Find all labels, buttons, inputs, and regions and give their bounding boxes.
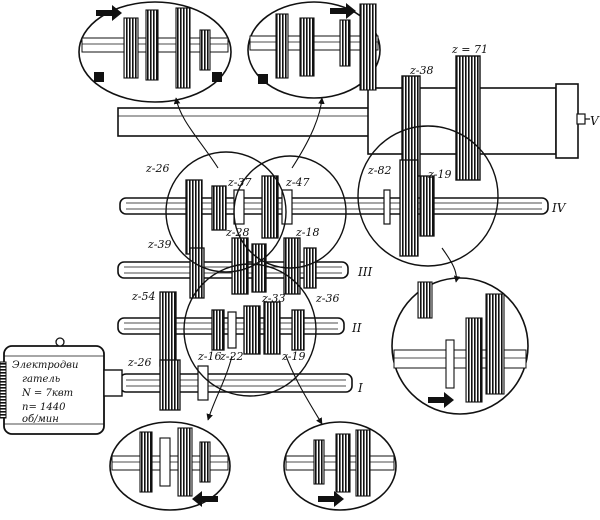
label-z36: z-36 xyxy=(315,292,340,305)
motor-line-2: гатель xyxy=(22,374,60,385)
label-z16: z-16 xyxy=(197,350,222,363)
label-z38: z-38 xyxy=(409,64,434,77)
label-z82: z-82 xyxy=(367,164,392,177)
shaft-iv xyxy=(119,159,549,257)
motor-nameplate: Электродви гатель N = 7квт n= 1440 об/ми… xyxy=(12,360,78,425)
gear-labels: z = 71 z-38 z-26 z-37 z-47 z-82 z-19 z-2… xyxy=(127,43,488,369)
motor-line-4: n= 1440 xyxy=(22,402,66,413)
inset-top-left xyxy=(78,1,232,103)
label-shaft-ii: II xyxy=(351,321,362,335)
label-shaft-i: I xyxy=(357,381,363,395)
label-z71: z = 71 xyxy=(451,43,488,56)
label-z22: z-22 xyxy=(219,350,244,363)
callout-arrows xyxy=(173,97,461,425)
label-shaft-v: V xyxy=(590,114,600,128)
label-z28: z-28 xyxy=(225,226,250,239)
label-shaft-iv: IV xyxy=(551,201,567,215)
label-z19-shaft-iv: z-19 xyxy=(427,168,452,181)
motor-line-3: N = 7квт xyxy=(21,388,73,399)
label-z26-shaft-i: z-26 xyxy=(127,356,152,369)
shaft-labels: V IV III II I xyxy=(351,114,600,395)
label-z33: z-33 xyxy=(261,292,286,305)
inset-right xyxy=(391,277,529,415)
label-z19-shaft-ii: z-19 xyxy=(281,350,306,363)
detail-circles-center xyxy=(165,125,499,397)
label-z26-shaft-iv: z-26 xyxy=(145,162,170,175)
label-shaft-iii: III xyxy=(357,265,372,279)
label-z54: z-54 xyxy=(131,290,156,303)
motor xyxy=(0,337,123,435)
gear-z71-spindle xyxy=(455,55,481,181)
shaft-i xyxy=(119,359,353,411)
label-z47: z-47 xyxy=(285,176,310,189)
inset-top-right xyxy=(247,1,381,99)
label-z39: z-39 xyxy=(147,238,172,251)
motor-line-5: об/мин xyxy=(22,414,59,425)
label-z37: z-37 xyxy=(227,176,252,189)
shaft-ii xyxy=(117,291,345,367)
inset-bottom-right xyxy=(283,421,397,511)
label-z18: z-18 xyxy=(295,226,320,239)
motor-line-1: Электродви xyxy=(12,360,78,371)
inset-bottom-left xyxy=(109,421,231,511)
